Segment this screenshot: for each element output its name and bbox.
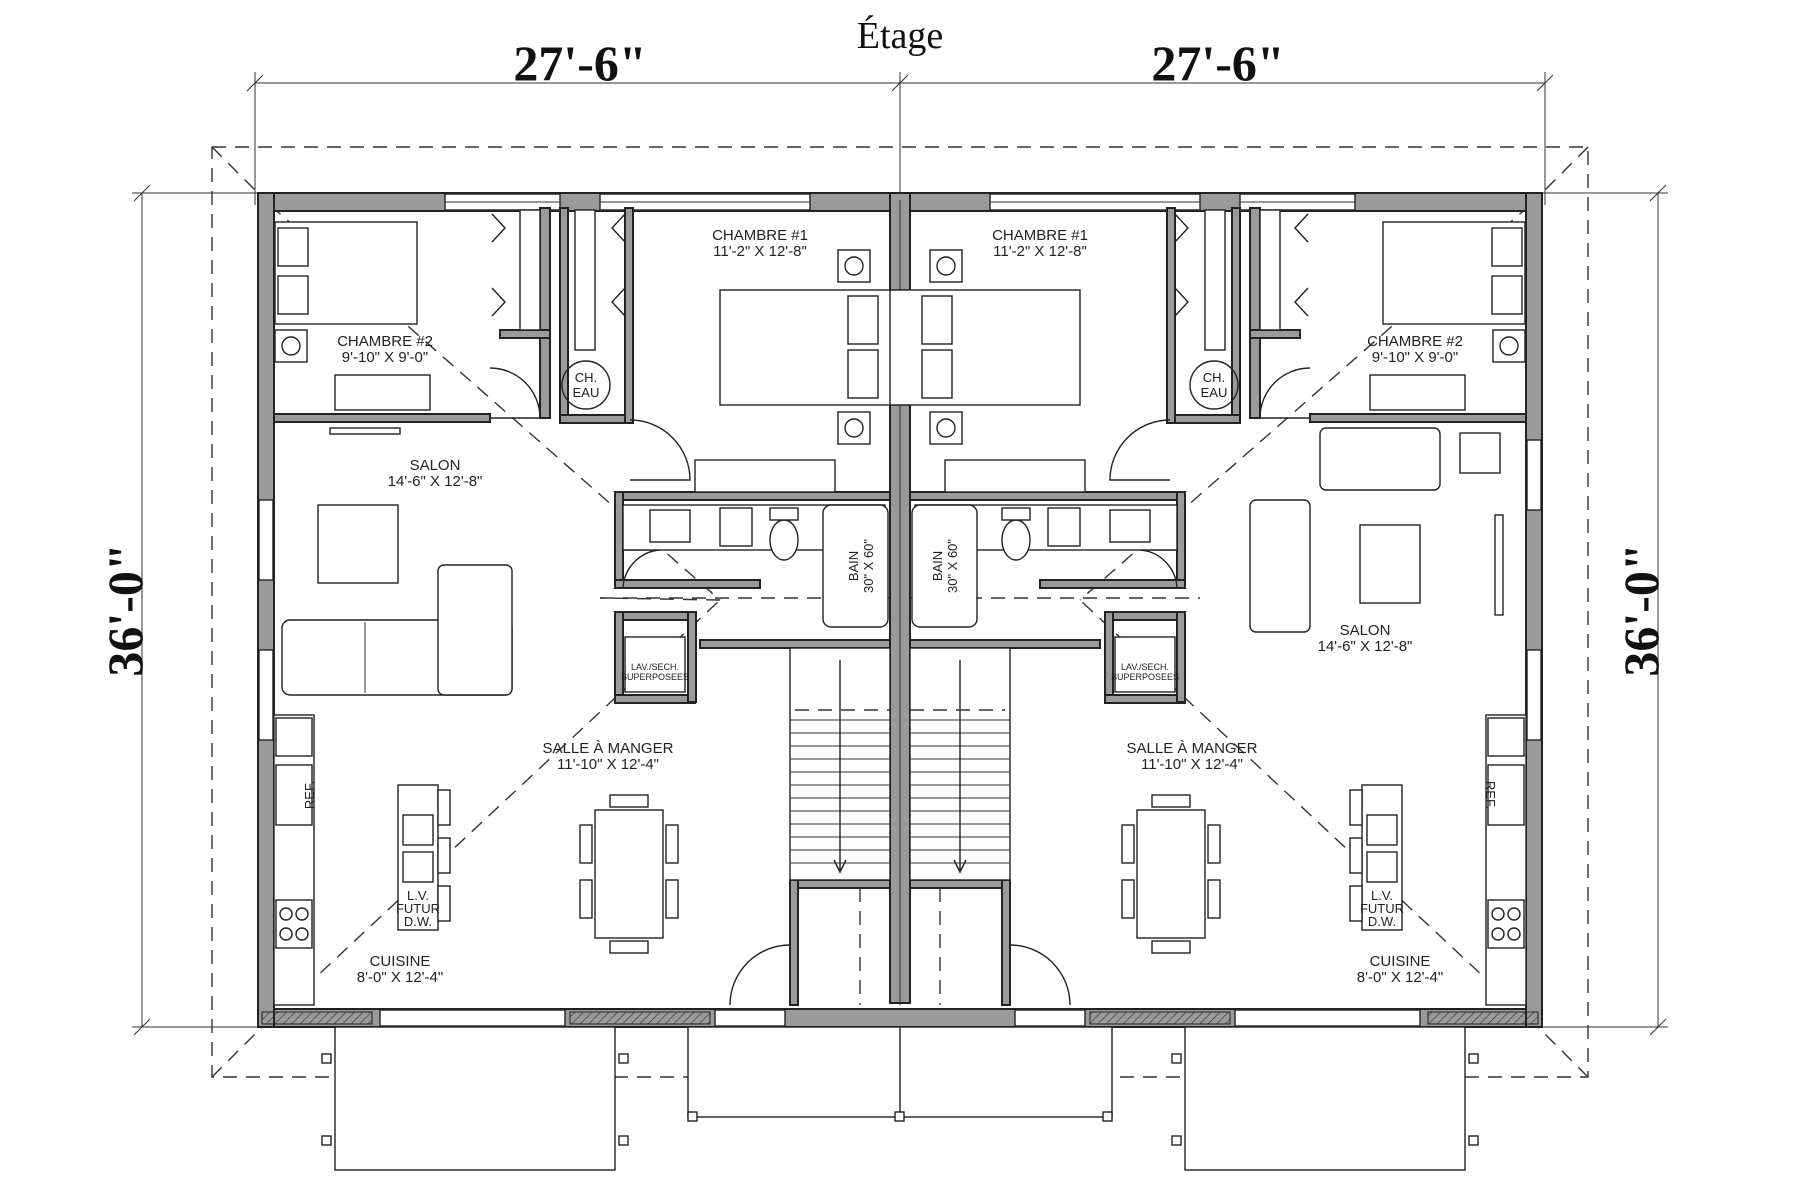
room-chambre1-right-name: CHAMBRE #1 [992,227,1088,244]
balconies [321,1026,1479,1171]
dimension-depth-right: 36'-0" [1613,543,1669,676]
room-cuisine-left-name: CUISINE [370,953,431,970]
fridge-label-right: REF. [1483,781,1498,809]
room-chambre1-left-size: 11'-2" X 12'-8" [713,243,807,260]
stairs [789,647,1011,1005]
windows [258,193,1542,1027]
fridge-label-left: REF. [302,781,317,809]
water-heater-label-left-2: EAU [573,385,600,400]
water-heater-label-right-1: CH. [1203,370,1225,385]
room-chambre2-right-name: CHAMBRE #2 [1367,333,1463,350]
room-chambre2-right-size: 9'-10" X 9'-0" [1372,349,1458,366]
beds [274,221,1526,493]
washer-label-right-1: LAV./SECH. [1121,662,1169,672]
washer-dryers [624,636,1176,693]
room-salle-right-size: 11'-10" X 12'-4" [1141,756,1243,773]
plan-title: Étage [857,15,944,57]
dimension-depth-left: 36'-0" [97,543,153,676]
dimension-width-right: 27'-6" [1151,35,1284,91]
room-salle-left-size: 11'-10" X 12'-4" [557,756,659,773]
room-salon-left-size: 14'-6" X 12'-8" [388,473,483,490]
room-chambre1-right-size: 11'-2" X 12'-8" [993,243,1087,260]
room-chambre2-left-name: CHAMBRE #2 [337,333,433,350]
dining-tables [579,794,1221,954]
closet-doors [491,209,1309,351]
living-furniture [281,427,1504,696]
room-salon-left-name: SALON [410,457,461,474]
water-heater-label-left-1: CH. [575,370,597,385]
water-heaters [561,360,1239,410]
water-heater-label-right-2: EAU [1201,385,1228,400]
bathroom-fixtures [622,504,1178,628]
kitchen-fixtures [273,714,1527,1006]
dimension-width-left: 27'-6" [513,35,646,91]
room-cuisine-left-size: 8'-0" X 12'-4" [357,969,443,986]
room-cuisine-right-size: 8'-0" X 12'-4" [1357,969,1443,986]
dimension-lines [132,72,1668,1036]
bathtub-label-right: BAIN30" X 60" [930,539,960,593]
interior-walls-right [909,207,1527,1006]
washer-label-left-1: LAV./SECH. [631,662,679,672]
room-salle-right-name: SALLE À MANGER [1127,740,1258,757]
washer-label-left-2: SUPERPOSEES [621,672,689,682]
room-chambre2-left-size: 9'-10" X 9'-0" [342,349,428,366]
washer-label-right-2: SUPERPOSEES [1111,672,1179,682]
room-salle-left-name: SALLE À MANGER [543,740,674,757]
bathtub-label-left: BAIN30" X 60" [846,539,876,593]
room-cuisine-right-name: CUISINE [1370,953,1431,970]
room-chambre1-left-name: CHAMBRE #1 [712,227,808,244]
room-salon-right-size: 14'-6" X 12'-8" [1318,638,1413,655]
room-salon-right-name: SALON [1340,622,1391,639]
